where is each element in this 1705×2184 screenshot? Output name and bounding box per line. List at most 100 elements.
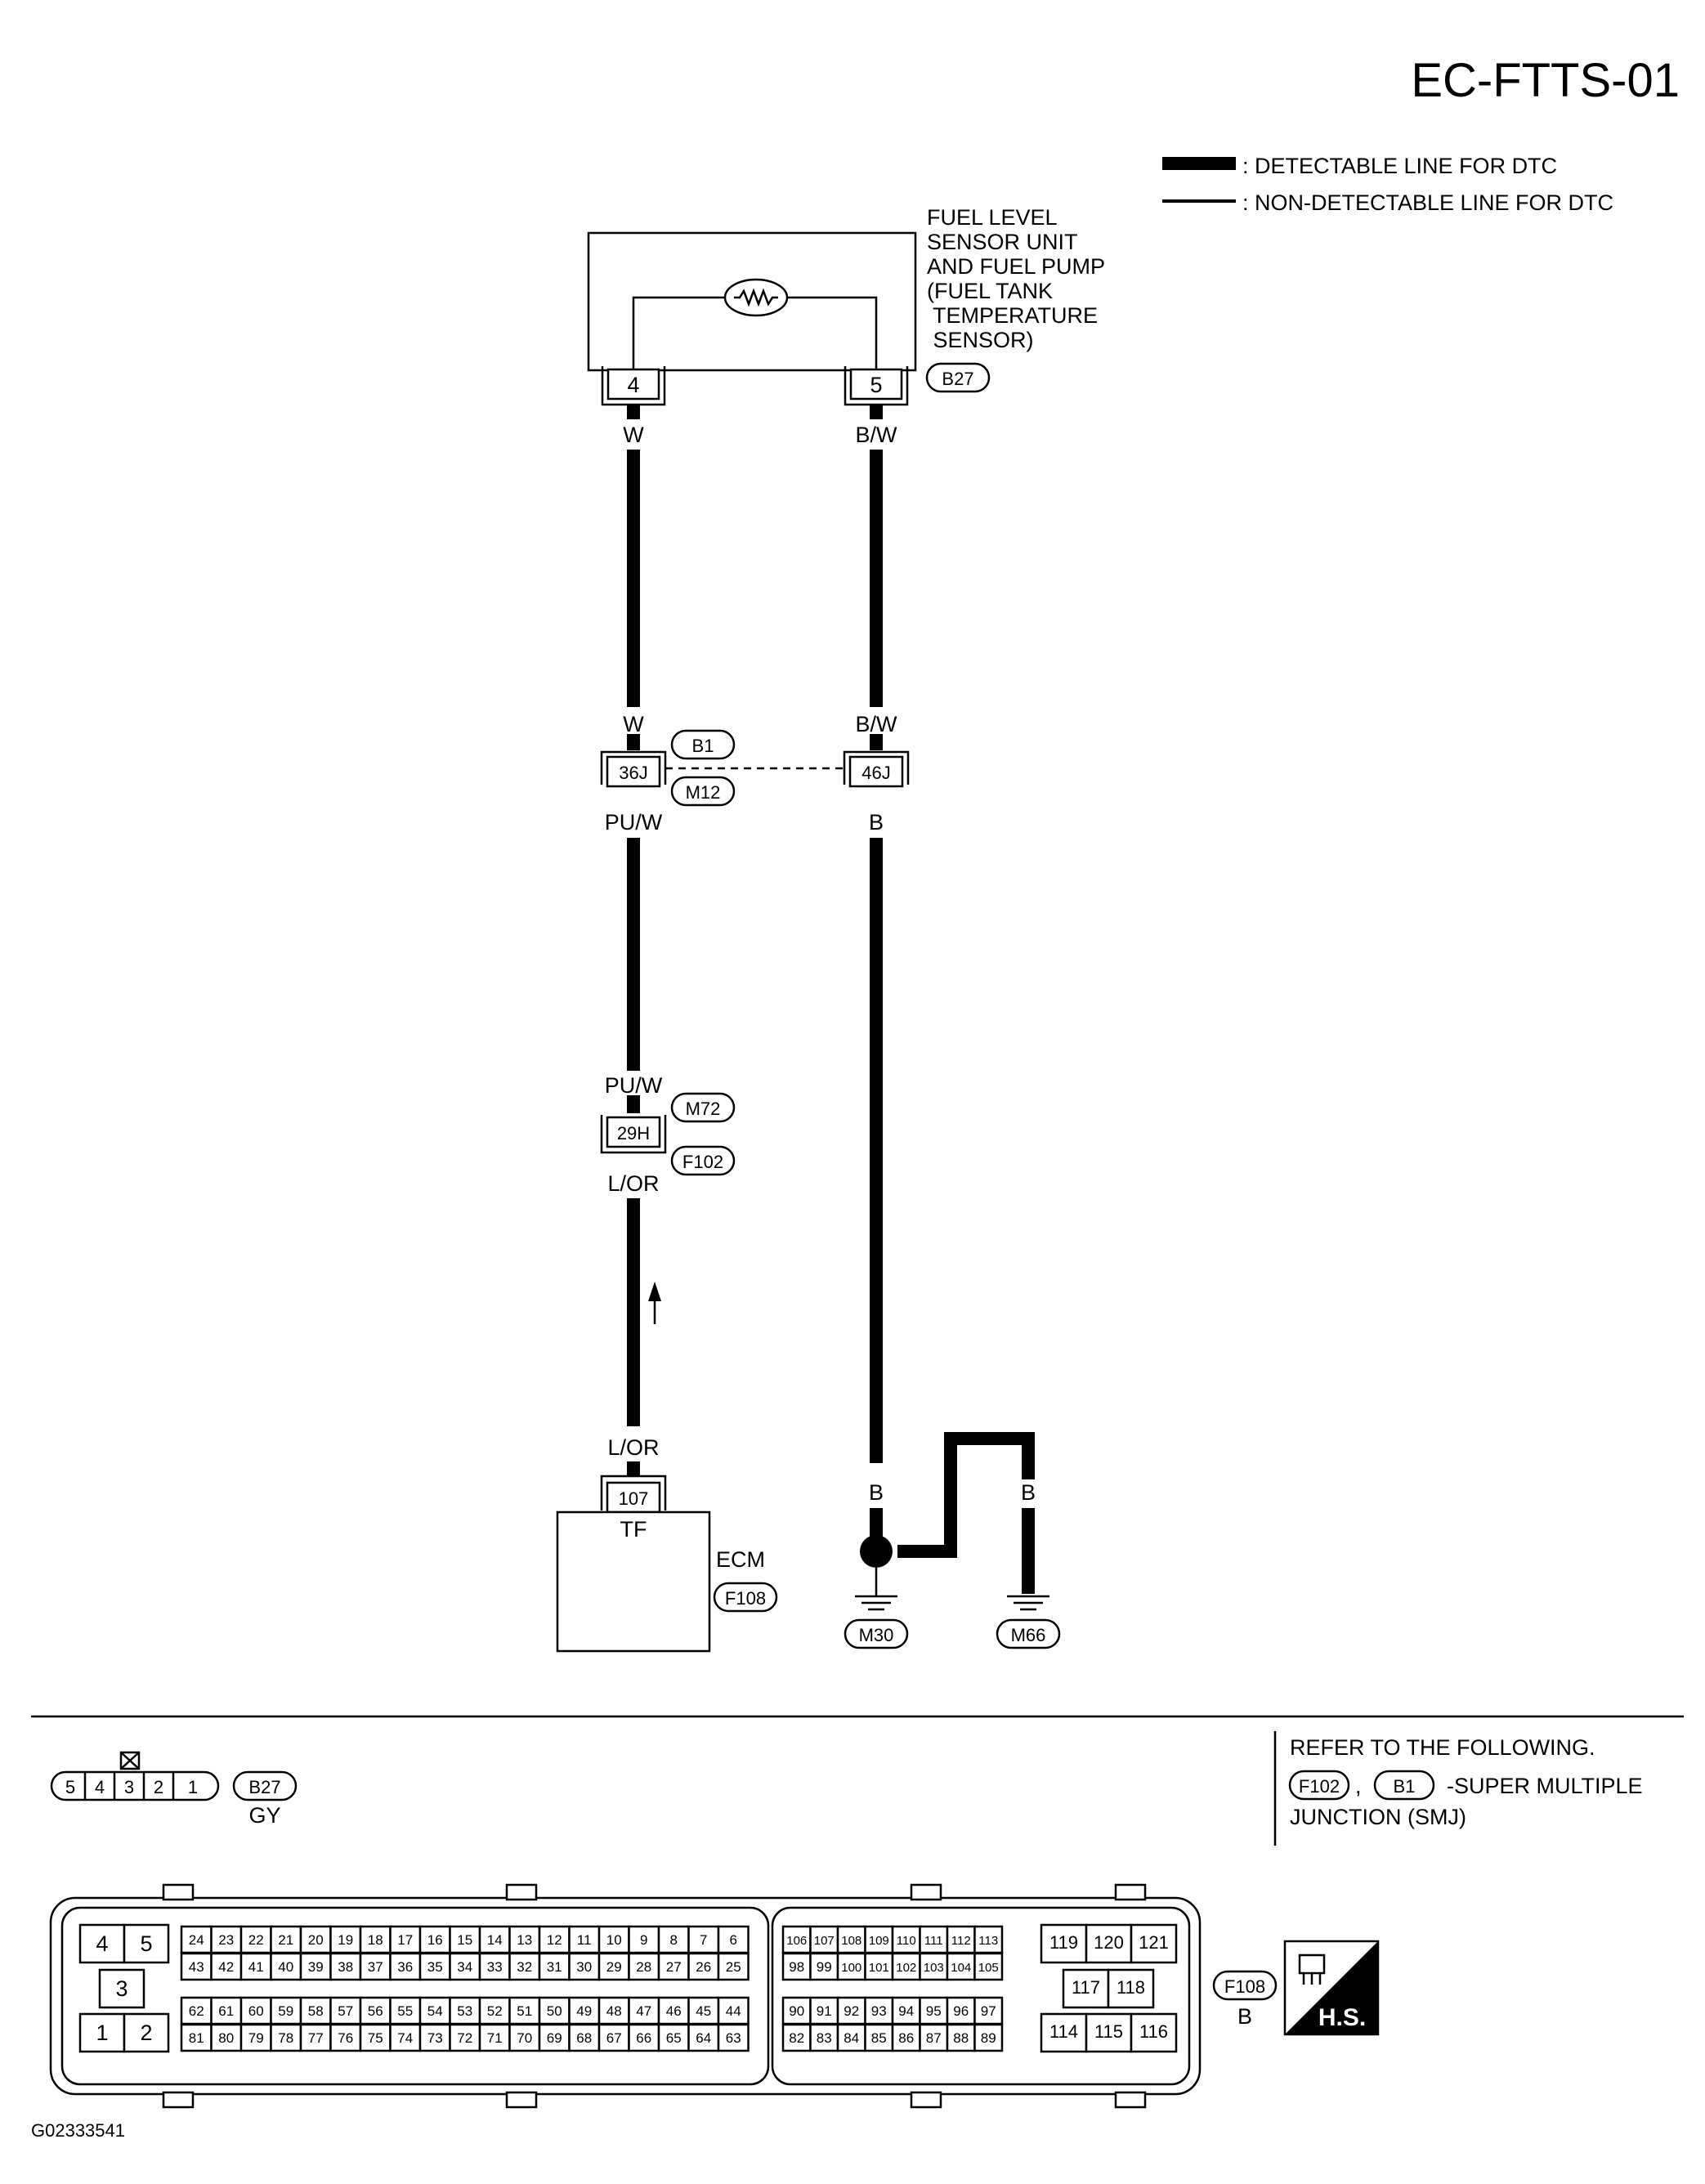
ground-splice-icon [860, 1535, 893, 1568]
f108-pin-label: 16 [427, 1932, 443, 1948]
f108-pin-label: 62 [189, 2003, 204, 2019]
f108-pin-1-label: 1 [96, 2021, 108, 2045]
f108-pin-label: 67 [606, 2030, 622, 2046]
b27-pin-5: 5 [65, 1777, 75, 1797]
f108-pin-label: 69 [547, 2030, 562, 2046]
ground-m30-label: M30 [859, 1625, 894, 1645]
image-code: G02333541 [31, 2120, 125, 2141]
f108-pin-label: 50 [547, 2003, 562, 2019]
f108-pin-label: 28 [636, 1959, 651, 1975]
f108-pin-label: 114 [1049, 2021, 1078, 2042]
f108-pin-label: 106 [786, 1934, 807, 1948]
f108-pin-label: 57 [338, 2003, 353, 2019]
f108-face-tab-6 [505, 2091, 538, 2109]
f108-pin-label: 23 [218, 1932, 234, 1948]
f108-pin-cell [717, 1952, 750, 1981]
f108-pin-label: 98 [789, 1959, 804, 1975]
pin-36j-label: 36J [619, 763, 647, 783]
f108-pin-label: 77 [308, 2030, 324, 2046]
f108-pin-cell [657, 2023, 690, 2052]
f108-pin-cell [478, 1952, 511, 1981]
f108-pin-label: 82 [789, 2030, 804, 2046]
f108-pin-label: 42 [218, 1959, 234, 1975]
f108-pin-label: 11 [577, 1932, 592, 1948]
f108-pin-label: 120 [1094, 1932, 1124, 1953]
f108-pin-label: 118 [1117, 1977, 1145, 1998]
f108-pin-label: 9 [640, 1932, 647, 1948]
hs-icon-fill [1285, 1941, 1378, 2034]
f108-pin-label: 32 [517, 1959, 532, 1975]
f108-pin-label: 30 [576, 1959, 592, 1975]
f108-pin-label: 48 [606, 2003, 622, 2019]
f108-pin-label: 119 [1049, 1932, 1078, 1953]
f108-face-tab-8 [1114, 2091, 1147, 2109]
wire-puw-top-label: PU/W [605, 810, 663, 835]
signal-direction-arrow-icon [648, 1282, 661, 1324]
f108-pin-cell [973, 1952, 1004, 1981]
f108-pin-label: 34 [457, 1959, 472, 1975]
f108-pin-label: 15 [457, 1932, 472, 1948]
wire-w-bottom-label: W [623, 712, 644, 736]
wire-w-top-label: W [623, 423, 644, 447]
pin-107-box [606, 1481, 661, 1514]
f108-pin-label: 55 [397, 2003, 413, 2019]
legend-non-detectable-label: : NON-DETECTABLE LINE FOR DTC [1242, 190, 1613, 215]
pin-46j-bracket [843, 750, 910, 785]
f108-pin-cell [568, 2023, 601, 2052]
connector-f108-badge [713, 1582, 778, 1613]
f108-pin-label: 20 [308, 1932, 324, 1948]
f108-pin-label: 51 [517, 2003, 532, 2019]
b27-connector-face: 5 4 3 2 1 B27 GY [50, 1751, 298, 1828]
f108-pin-cell [359, 1952, 392, 1981]
wire-b-ground-label: B [869, 1480, 884, 1505]
f108-face-tab-3 [910, 1883, 942, 1901]
f108-pin-label: 117 [1072, 1977, 1100, 1998]
f108-pin-cell [973, 1996, 1004, 2025]
legend-detectable-label: : DETECTABLE LINE FOR DTC [1242, 154, 1557, 178]
f108-pin-label: 56 [368, 2003, 383, 2019]
f108-pin-label: 72 [457, 2030, 472, 2046]
f108-pin-label: 108 [841, 1934, 861, 1948]
f108-pin-label: 113 [978, 1934, 998, 1948]
f108-pin-label: 24 [189, 1932, 204, 1948]
f108-pin-label: 99 [817, 1959, 832, 1975]
f108-pin-label: 41 [248, 1959, 264, 1975]
sensor-internal-wire-right [786, 296, 878, 370]
f108-conn-badge [1212, 1970, 1278, 2001]
pin-5-label: 5 [870, 373, 882, 397]
f108-pin-label: 29 [606, 1959, 622, 1975]
f108-pin-label: 76 [338, 2030, 353, 2046]
wire-puw-bottom-label: PU/W [605, 1073, 663, 1098]
f108-pin-2-label: 2 [140, 2021, 152, 2045]
f108-pin-label: 93 [871, 2003, 887, 2019]
f108-pin-label: 19 [338, 1932, 353, 1948]
f108-pin-label: 94 [898, 2003, 914, 2019]
resistor-zigzag-icon [734, 288, 778, 307]
f108-pin-cell [210, 2023, 243, 2052]
f108-pin-label: 104 [951, 1961, 971, 1975]
ecm-label: ECM [716, 1547, 765, 1572]
refer-separator: , [1355, 1774, 1362, 1798]
b27-face-outline [50, 1770, 220, 1801]
pin-107-bracket [600, 1475, 667, 1510]
f108-pin-cell [418, 2023, 451, 2052]
pin-29h-label: 29H [617, 1123, 650, 1143]
f108-pin-label: 103 [924, 1961, 944, 1975]
connector-b1-label: B1 [692, 736, 714, 756]
f108-pin-cell [389, 1925, 422, 1954]
connector-m72-badge [670, 1092, 736, 1123]
f108-pin-label: 25 [726, 1959, 741, 1975]
f108-pin-cell [1085, 1923, 1133, 1964]
f108-pin-label: 92 [844, 2003, 859, 2019]
f108-pin-label: 78 [278, 2030, 293, 2046]
f108-pin-cell [389, 1996, 422, 2025]
f108-pin-label: 83 [817, 2030, 832, 2046]
pin-4-label: 4 [627, 373, 639, 397]
f108-pin-label: 46 [666, 2003, 682, 2019]
pin-107-label: 107 [619, 1488, 649, 1509]
wire-b-ground-branch [897, 1432, 1035, 1558]
connector-f102-badge [670, 1145, 736, 1176]
f108-pin-cell [359, 1925, 392, 1954]
b27-conn-label: B27 [248, 1777, 280, 1797]
refer-b1-label: B1 [1394, 1776, 1416, 1797]
